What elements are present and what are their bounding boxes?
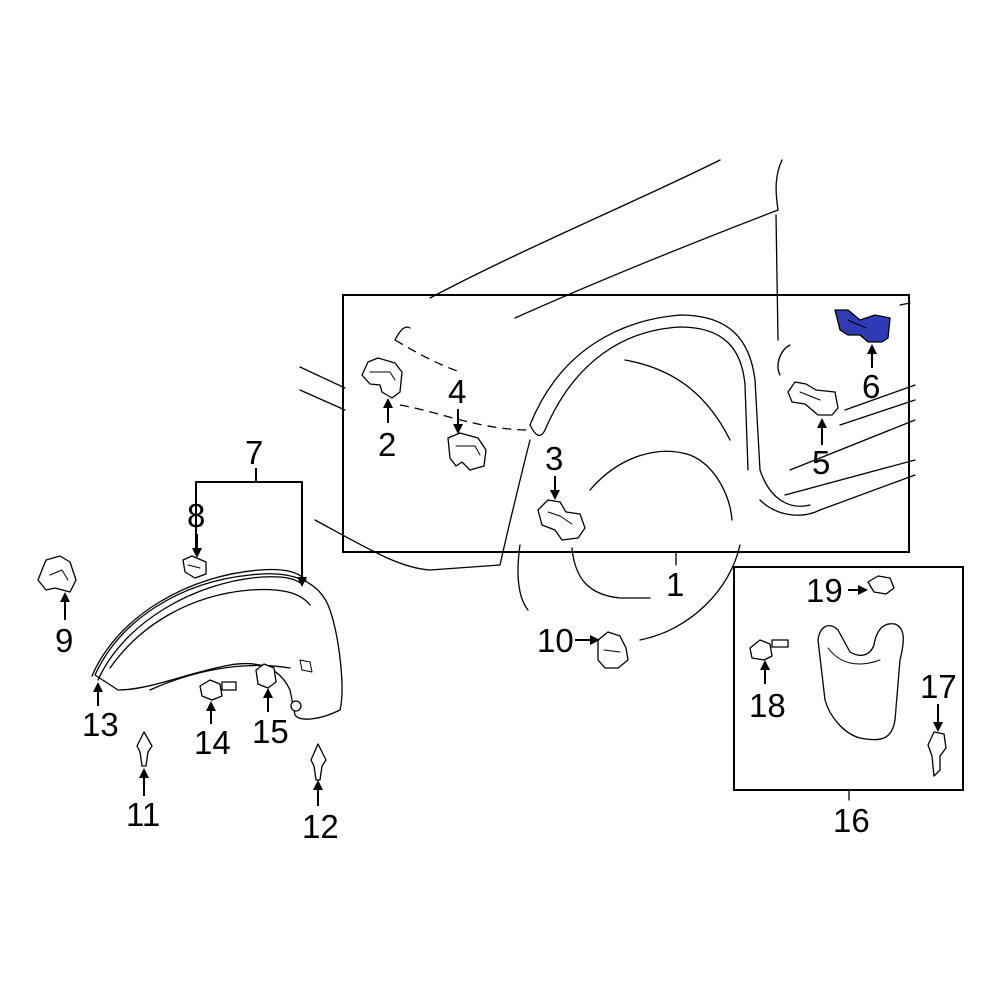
bracket-part-9[interactable] bbox=[37, 555, 77, 593]
nut-part-15[interactable] bbox=[255, 663, 277, 689]
leader-lines bbox=[60, 344, 943, 806]
callout-19: 19 bbox=[806, 572, 843, 609]
moulding-part-13[interactable] bbox=[91, 568, 307, 681]
clip-part-5[interactable] bbox=[787, 381, 839, 416]
clip-part-17[interactable] bbox=[927, 731, 947, 777]
lower-outline bbox=[517, 544, 850, 801]
fender-flare-part-7[interactable] bbox=[94, 573, 343, 720]
callout-17: 17 bbox=[920, 668, 957, 705]
callout-9: 9 bbox=[55, 622, 73, 659]
callout-8: 8 bbox=[187, 497, 205, 534]
clip-part-12[interactable] bbox=[310, 743, 327, 781]
callout-11: 11 bbox=[126, 796, 160, 833]
clip-part-11[interactable] bbox=[136, 731, 153, 767]
callout-labels: 1 2 3 4 5 6 7 8 9 10 11 12 13 14 15 16 1… bbox=[55, 368, 957, 845]
callout-14: 14 bbox=[194, 724, 231, 761]
callout-6: 6 bbox=[862, 368, 880, 405]
callout-13: 13 bbox=[82, 706, 119, 743]
clip-part-2[interactable] bbox=[361, 357, 403, 399]
callout-5: 5 bbox=[812, 444, 830, 481]
callout-15: 15 bbox=[252, 713, 289, 750]
callout-18: 18 bbox=[749, 687, 786, 724]
clip-part-8[interactable] bbox=[182, 555, 207, 579]
clip-part-4[interactable] bbox=[447, 432, 487, 471]
mudflap-kit-box bbox=[733, 566, 964, 791]
callout-7: 7 bbox=[245, 434, 263, 471]
clip-part-6-highlighted[interactable] bbox=[834, 309, 891, 343]
callout-4: 4 bbox=[448, 373, 466, 410]
callout-16: 16 bbox=[833, 802, 870, 839]
callout-1: 1 bbox=[666, 566, 684, 603]
clip-part-10[interactable] bbox=[597, 631, 629, 669]
bolt-part-18[interactable] bbox=[749, 639, 789, 661]
callout-3: 3 bbox=[545, 440, 563, 477]
mudflap[interactable] bbox=[817, 623, 904, 741]
callout-2: 2 bbox=[378, 426, 396, 463]
clip-part-3[interactable] bbox=[537, 499, 586, 541]
bolt-part-14[interactable] bbox=[199, 679, 237, 701]
vehicle-outline bbox=[299, 159, 916, 571]
fender-detail-box bbox=[342, 294, 910, 566]
screw-part-19[interactable] bbox=[867, 575, 895, 595]
callout-10: 10 bbox=[537, 622, 574, 659]
callout-12: 12 bbox=[302, 808, 339, 845]
